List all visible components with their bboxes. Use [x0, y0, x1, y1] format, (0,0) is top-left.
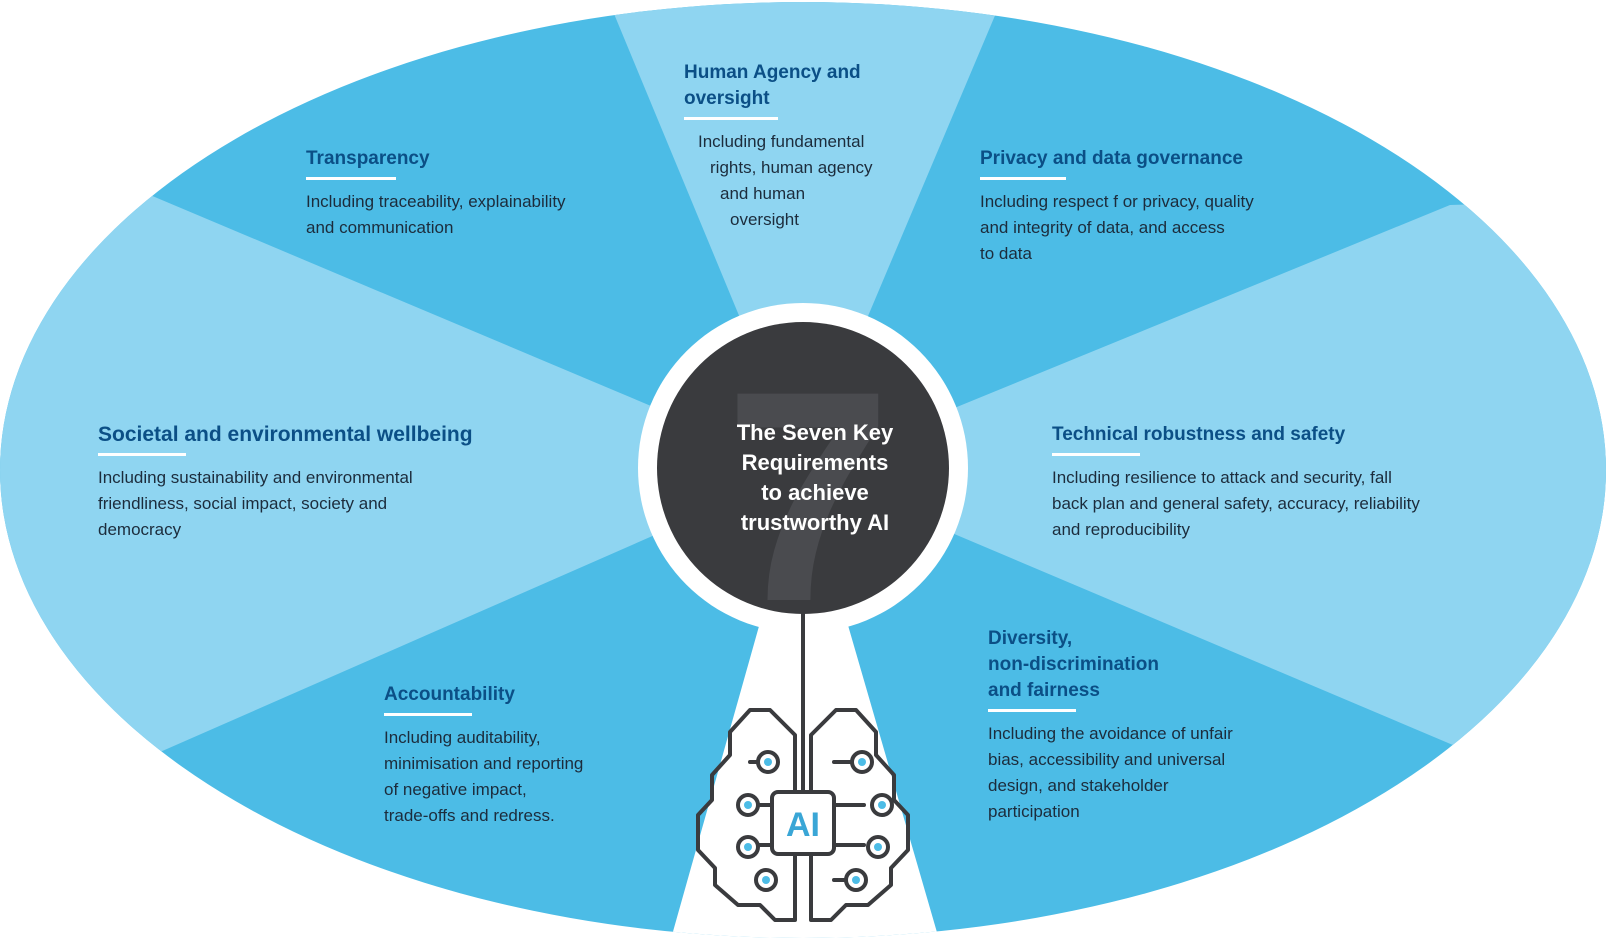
desc-line: and reproducibility — [1052, 520, 1190, 539]
desc-line: Including fundamental — [698, 132, 865, 151]
desc-line: back plan and general safety, accuracy, … — [1052, 494, 1420, 513]
brain-right-outline — [809, 708, 910, 922]
circuit-node — [764, 758, 772, 766]
desc-line: and communication — [306, 218, 454, 237]
circuit-node — [744, 843, 752, 851]
title-line: Technical robustness and safety — [1052, 424, 1346, 445]
title-line: and fairness — [988, 680, 1100, 701]
hub-title-line: to achieve — [761, 480, 869, 505]
desc-line: Including sustainability and environment… — [98, 468, 413, 487]
hub-title-line: The Seven Key — [736, 420, 894, 445]
desc-line: participation — [988, 802, 1080, 821]
desc-line: trade-offs and redress. — [384, 806, 555, 825]
requirement-societal-wellbeing: Societal and environmental wellbeing Inc… — [98, 422, 558, 543]
desc-line: Including traceability, explainability — [306, 192, 566, 211]
requirement-accountability: Accountability Including auditability, m… — [384, 682, 684, 829]
title-underline — [980, 177, 1066, 180]
ai-chip-label: AI — [786, 806, 820, 844]
hub-title: The Seven Key Requirements to achieve tr… — [690, 418, 940, 538]
desc-line: and integrity of data, and access — [980, 218, 1225, 237]
requirement-technical-robustness: Technical robustness and safety Includin… — [1052, 422, 1572, 543]
title-underline — [1052, 453, 1140, 456]
hub-title-line: trustworthy AI — [740, 510, 890, 535]
title-underline — [98, 453, 186, 456]
requirement-title: Transparency — [306, 146, 666, 172]
requirement-title: Technical robustness and safety — [1052, 422, 1572, 448]
title-line: Transparency — [306, 148, 430, 169]
requirement-title: Human Agency and oversight — [684, 60, 934, 112]
requirement-transparency: Transparency Including traceability, exp… — [306, 146, 666, 241]
requirement-description: Including fundamental rights, human agen… — [684, 129, 934, 233]
title-line: Privacy and data governance — [980, 148, 1243, 169]
desc-line: Including auditability, — [384, 728, 541, 747]
requirement-description: Including traceability, explainability a… — [306, 189, 666, 241]
desc-line: Including the avoidance of unfair — [988, 724, 1233, 743]
circuit-node — [878, 801, 886, 809]
hub-big-numeral: 7 — [725, 328, 892, 664]
desc-line: of negative impact, — [384, 780, 527, 799]
title-line: Diversity, — [988, 628, 1073, 649]
requirement-description: Including respect f or privacy, quality … — [980, 189, 1360, 267]
desc-line: rights, human agency — [710, 158, 873, 177]
title-line: Human Agency and — [684, 62, 861, 83]
hub-title-line: Requirements — [741, 450, 889, 475]
segment-societal-wellbeing — [0, 190, 803, 760]
segment-technical-robustness — [803, 200, 1606, 760]
circuit-node — [744, 801, 752, 809]
title-line: Accountability — [384, 684, 515, 705]
requirement-title: Privacy and data governance — [980, 146, 1360, 172]
desc-line: friendliness, social impact, society and — [98, 494, 388, 513]
requirement-privacy: Privacy and data governance Including re… — [980, 146, 1360, 267]
segment-human-agency — [600, 2, 1010, 470]
requirement-title: Societal and environmental wellbeing — [98, 422, 558, 448]
title-underline — [684, 117, 778, 120]
circuit-node — [858, 758, 866, 766]
brain-left-outline — [696, 708, 797, 922]
requirement-description: Including auditability, minimisation and… — [384, 725, 684, 829]
desc-line: Including resilience to attack and secur… — [1052, 468, 1392, 487]
requirement-title: Diversity, non-discrimination and fairne… — [988, 626, 1368, 704]
desc-line: Including respect f or privacy, quality — [980, 192, 1254, 211]
requirement-human-agency: Human Agency and oversight Including fun… — [684, 60, 934, 233]
title-underline — [384, 713, 472, 716]
title-underline — [988, 709, 1076, 712]
desc-line: democracy — [98, 520, 182, 539]
title-line: non-discrimination — [988, 654, 1159, 675]
requirement-description: Including the avoidance of unfair bias, … — [988, 721, 1368, 825]
title-line: Societal and environmental wellbeing — [98, 423, 473, 446]
desc-line: to data — [980, 244, 1032, 263]
desc-line: bias, accessibility and universal — [988, 750, 1226, 769]
requirement-description: Including resilience to attack and secur… — [1052, 465, 1572, 543]
desc-line: oversight — [730, 210, 799, 229]
circuit-node — [874, 843, 882, 851]
circuit-node — [762, 876, 770, 884]
circuit-node — [852, 876, 860, 884]
requirement-diversity: Diversity, non-discrimination and fairne… — [988, 626, 1368, 825]
title-line: oversight — [684, 88, 770, 109]
desc-line: design, and stakeholder — [988, 776, 1169, 795]
desc-line: and human — [720, 184, 806, 203]
title-underline — [306, 177, 396, 180]
requirement-title: Accountability — [384, 682, 684, 708]
desc-line: minimisation and reporting — [384, 754, 584, 773]
hub-dark-circle — [657, 322, 949, 614]
circuit-nodes — [736, 750, 894, 892]
ai-chip-box — [770, 790, 836, 856]
requirement-description: Including sustainability and environment… — [98, 465, 558, 543]
